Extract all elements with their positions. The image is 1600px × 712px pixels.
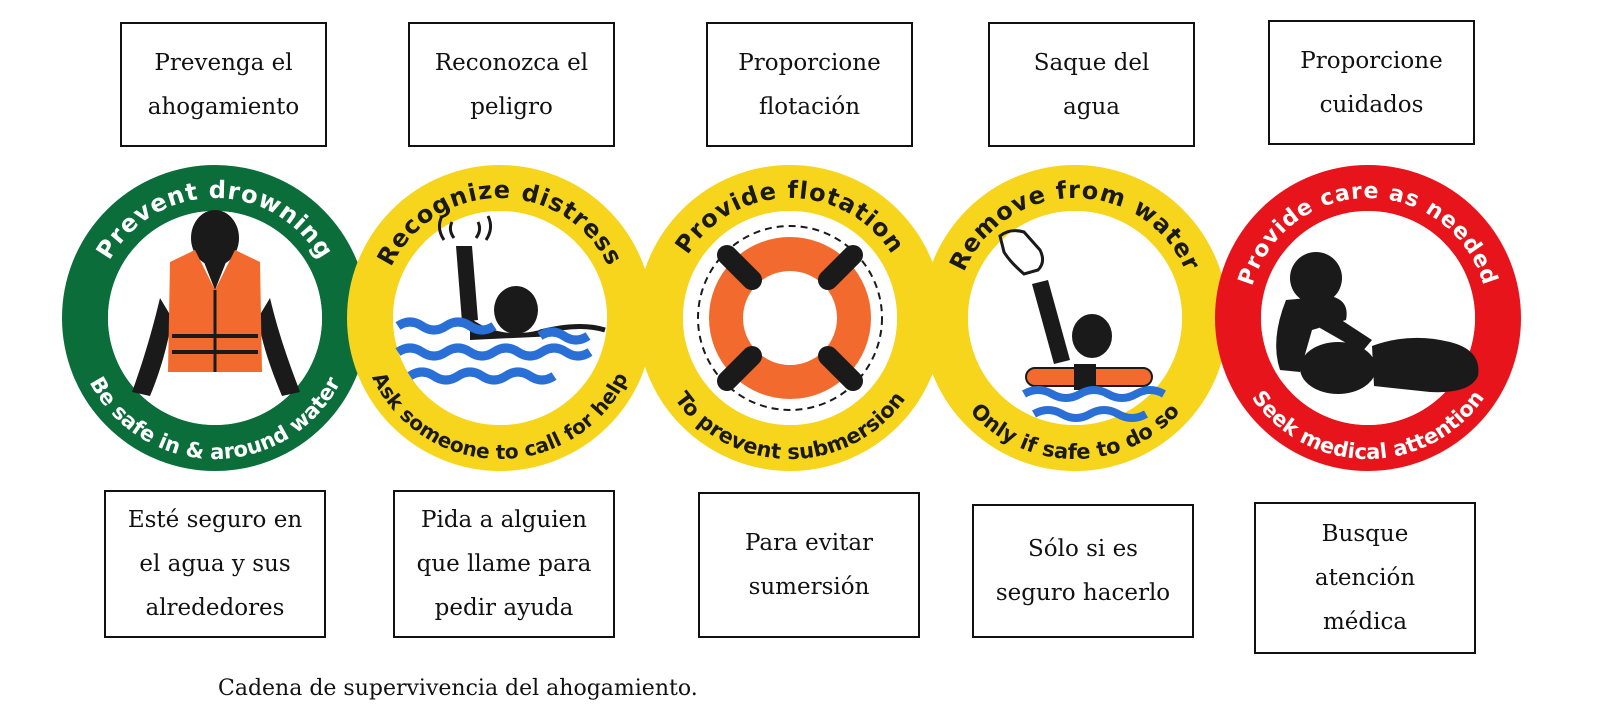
bottom-label-2: Pida a alguien que llame para pedir ayud… xyxy=(393,490,615,638)
top-label-1: Prevenga el ahogamiento xyxy=(120,22,327,147)
bottom-label-5: Busque atención médica xyxy=(1254,502,1476,654)
rescue-reach-icon xyxy=(998,229,1166,422)
life-ring-icon xyxy=(697,225,883,411)
life-jacket-icon xyxy=(132,210,300,396)
cpr-icon xyxy=(1276,252,1479,394)
waving-swimmer-icon xyxy=(395,215,606,385)
figure-caption: Cadena de supervivencia del ahogamiento. xyxy=(218,676,698,701)
top-label-5: Proporcione cuidados xyxy=(1268,20,1475,145)
ring-recognize-distress: Recognize distress Ask someone to call f… xyxy=(347,165,653,471)
ring-provide-care: Provide care as needed Seek medical atte… xyxy=(1215,165,1521,471)
bottom-label-3: Para evitar sumersión xyxy=(698,492,920,638)
bottom-label-1: Esté seguro en el agua y sus alrededores xyxy=(104,490,326,638)
top-label-2: Reconozca el peligro xyxy=(408,22,615,147)
top-label-3: Proporcione flotación xyxy=(706,22,913,147)
ring-remove-from-water: Remove from water Only if safe to do so xyxy=(922,165,1228,471)
top-label-4: Saque del agua xyxy=(988,22,1195,147)
ring-provide-flotation: Provide flotation To prevent submersion xyxy=(637,165,943,471)
ring-prevent-drowning: Prevent drowning Be safe in & around wat… xyxy=(62,165,368,471)
bottom-label-4: Sólo si es seguro hacerlo xyxy=(972,504,1194,638)
